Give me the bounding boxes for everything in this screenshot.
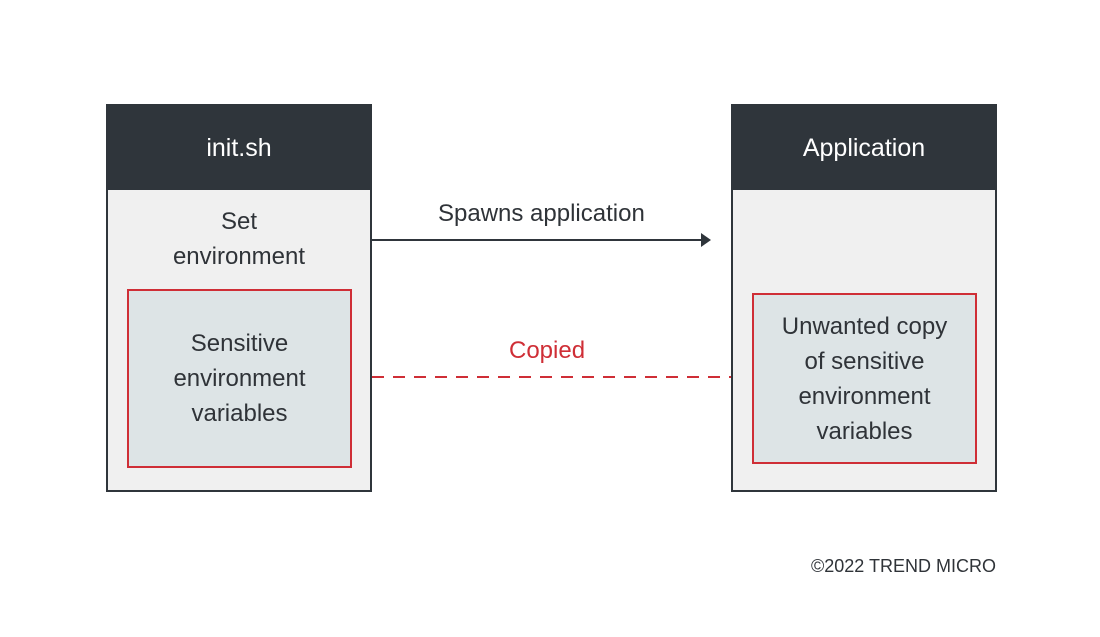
init-sh-box: init.sh Set environment Sensitive enviro… [106,104,372,492]
spawns-application-label: Spawns application [438,200,645,227]
set-environment-label: Set environment [172,208,306,270]
copyright-text: ©2022 TREND MICRO [811,556,996,576]
application-box: Application Unwanted copy of sensitive e… [731,104,997,492]
sensitive-variables-box: Sensitive environment variables [127,289,352,468]
init-sh-title: init.sh [206,133,272,162]
copied-label: Copied [509,337,586,364]
unwanted-copy-box: Unwanted copy of sensitive environment v… [752,293,977,464]
unwanted-copy-label: Unwanted copy of sensitive environment v… [781,312,948,445]
init-sh-header: init.sh [108,106,370,190]
sensitive-variables-label: Sensitive environment variables [173,330,306,427]
application-header: Application [733,106,995,190]
spawn-arrowhead-icon [701,233,711,247]
application-title: Application [802,133,926,162]
